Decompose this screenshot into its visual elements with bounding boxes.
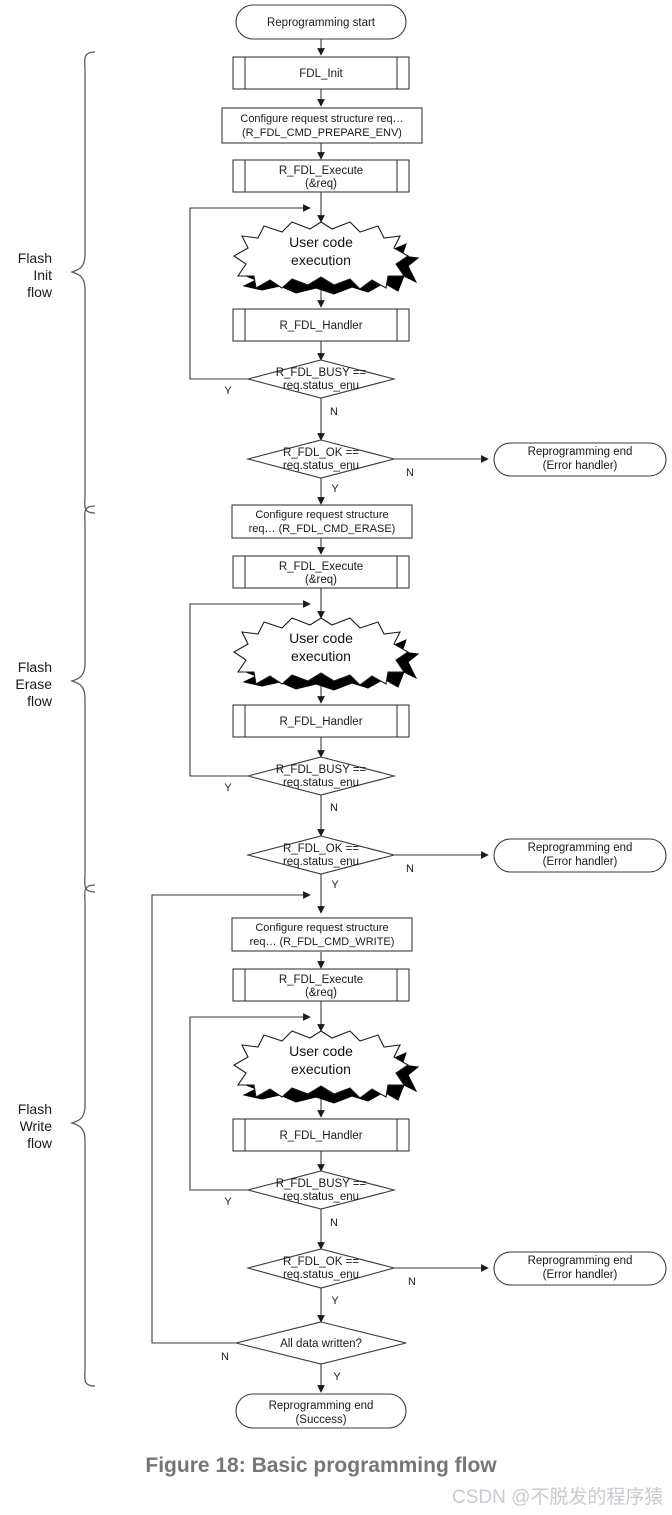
node-ok-erase[interactable]: R_FDL_OK == req.status_enu bbox=[245, 835, 397, 875]
edge-label-busy-erase-no: N bbox=[330, 802, 338, 814]
edge-label-busy-write-yes: Y bbox=[224, 1196, 232, 1208]
node-end-err-erase-line2: (Error handler) bbox=[543, 856, 618, 868]
node-exec-erase[interactable]: R_FDL_Execute (&req) bbox=[232, 555, 410, 589]
node-start-label: Reprogramming start bbox=[267, 17, 376, 29]
node-exec-erase-line1: R_FDL_Execute bbox=[279, 561, 363, 573]
edge-label-busy-erase-yes: Y bbox=[224, 782, 232, 794]
section-label-write-line2: Write bbox=[20, 1118, 53, 1134]
node-cfg-erase[interactable]: Configure request structure req… (R_FDL_… bbox=[231, 504, 413, 539]
node-ok-erase-line1: R_FDL_OK == bbox=[283, 843, 359, 855]
node-ok-erase-line2: req.status_enu bbox=[283, 856, 359, 868]
node-cfg-write-line1: Configure request structure bbox=[255, 922, 388, 934]
edge-label-busy-init-no: N bbox=[330, 406, 338, 418]
edge-label-busy-write-no: N bbox=[330, 1217, 338, 1229]
edge-label-ok-init-yes: Y bbox=[331, 483, 339, 495]
edge-label-busy-init-yes: Y bbox=[224, 385, 232, 397]
node-cfg-prepare-env-line1: Configure request structure req… bbox=[240, 113, 403, 125]
node-usercode-erase-line2: execution bbox=[291, 648, 351, 664]
figure-caption: Figure 18: Basic programming flow bbox=[145, 1454, 497, 1477]
node-exec-init-line1: R_FDL_Execute bbox=[279, 165, 363, 177]
node-handler-init[interactable]: R_FDL_Handler bbox=[232, 308, 410, 342]
node-end-err-erase-line1: Reprogramming end bbox=[528, 842, 633, 854]
node-ok-init-line2: req.status_enu bbox=[283, 460, 359, 472]
node-busy-write-line1: R_FDL_BUSY == bbox=[276, 1178, 367, 1190]
edge-label-ok-erase-yes: Y bbox=[331, 879, 339, 891]
section-brace-init bbox=[69, 51, 96, 514]
node-end-success[interactable]: Reprogramming end (Success) bbox=[235, 1393, 407, 1429]
edge-label-ok-write-yes: Y bbox=[331, 1295, 339, 1307]
edge-label-all-written-yes: Y bbox=[333, 1371, 341, 1383]
node-end-err-init[interactable]: Reprogramming end (Error handler) bbox=[493, 442, 667, 477]
section-label-erase-line3: flow bbox=[27, 693, 53, 709]
node-usercode-init-line1: User code bbox=[289, 234, 353, 250]
node-ok-write[interactable]: R_FDL_OK == req.status_enu bbox=[245, 1248, 397, 1289]
node-handler-erase-label: R_FDL_Handler bbox=[279, 716, 362, 728]
connectors bbox=[151, 39, 489, 1393]
node-handler-init-label: R_FDL_Handler bbox=[279, 320, 362, 332]
node-fdl-init-label: FDL_Init bbox=[299, 68, 343, 80]
node-usercode-init-line2: execution bbox=[291, 252, 351, 268]
node-exec-write[interactable]: R_FDL_Execute (&req) bbox=[232, 968, 410, 1002]
node-busy-write-line2: req.status_enu bbox=[283, 1191, 359, 1203]
section-label-erase-line1: Flash bbox=[18, 659, 52, 675]
node-cfg-erase-line2: req… (R_FDL_CMD_ERASE) bbox=[249, 523, 396, 535]
node-ok-write-line1: R_FDL_OK == bbox=[283, 1256, 359, 1268]
node-end-success-line1: Reprogramming end bbox=[269, 1400, 374, 1412]
node-usercode-erase-line1: User code bbox=[289, 630, 353, 646]
node-cfg-erase-line1: Configure request structure bbox=[255, 509, 388, 521]
node-end-err-init-line1: Reprogramming end bbox=[528, 446, 633, 458]
node-end-success-line2: (Success) bbox=[295, 1414, 346, 1426]
node-busy-write[interactable]: R_FDL_BUSY == req.status_enu bbox=[245, 1170, 397, 1210]
node-exec-erase-line2: (&req) bbox=[305, 574, 337, 586]
section-brace-erase bbox=[69, 505, 96, 893]
edge-label-ok-write-no: N bbox=[408, 1276, 416, 1288]
section-label-erase-line2: Erase bbox=[15, 676, 52, 692]
node-ok-init-line1: R_FDL_OK == bbox=[283, 447, 359, 459]
node-end-err-write[interactable]: Reprogramming end (Error handler) bbox=[493, 1251, 667, 1286]
section-label-init-line2: Init bbox=[33, 267, 52, 283]
node-usercode-write-line2: execution bbox=[291, 1061, 351, 1077]
node-exec-write-line1: R_FDL_Execute bbox=[279, 974, 363, 986]
node-all-written-label: All data written? bbox=[280, 1338, 362, 1350]
node-handler-erase[interactable]: R_FDL_Handler bbox=[232, 704, 410, 738]
node-busy-erase-line2: req.status_enu bbox=[283, 777, 359, 789]
edge-label-ok-erase-no: N bbox=[406, 863, 414, 875]
node-end-err-erase[interactable]: Reprogramming end (Error handler) bbox=[493, 838, 667, 873]
node-ok-init[interactable]: R_FDL_OK == req.status_enu bbox=[245, 439, 397, 479]
section-label-write-line1: Flash bbox=[18, 1101, 52, 1117]
node-ok-write-line2: req.status_enu bbox=[283, 1269, 359, 1281]
node-busy-erase-line1: R_FDL_BUSY == bbox=[276, 764, 367, 776]
node-usercode-erase[interactable]: User code execution bbox=[232, 617, 420, 691]
node-usercode-write-line1: User code bbox=[289, 1043, 353, 1059]
section-label-init-line1: Flash bbox=[18, 250, 52, 266]
node-cfg-write[interactable]: Configure request structure req… (R_FDL_… bbox=[231, 917, 413, 952]
section-brace-write bbox=[69, 884, 96, 1387]
node-handler-write-label: R_FDL_Handler bbox=[279, 1130, 362, 1142]
node-cfg-write-line2: req… (R_FDL_CMD_WRITE) bbox=[250, 936, 395, 948]
node-end-err-write-line1: Reprogramming end bbox=[528, 1255, 633, 1267]
node-end-err-write-line2: (Error handler) bbox=[543, 1269, 618, 1281]
node-all-written[interactable]: All data written? bbox=[235, 1321, 407, 1365]
section-label-write-line3: flow bbox=[27, 1135, 53, 1151]
node-cfg-prepare-env[interactable]: Configure request structure req… (R_FDL_… bbox=[221, 107, 423, 144]
node-handler-write[interactable]: R_FDL_Handler bbox=[232, 1118, 410, 1152]
node-end-err-init-line2: (Error handler) bbox=[543, 460, 618, 472]
node-exec-init-line2: (&req) bbox=[305, 178, 337, 190]
node-start[interactable]: Reprogramming start bbox=[235, 4, 407, 40]
section-label-init-line3: flow bbox=[27, 284, 53, 300]
node-busy-init-line2: req.status_enu bbox=[283, 380, 359, 392]
node-fdl-init[interactable]: FDL_Init bbox=[232, 56, 410, 90]
node-cfg-prepare-env-line2: (R_FDL_CMD_PREPARE_ENV) bbox=[242, 127, 402, 139]
node-busy-init[interactable]: R_FDL_BUSY == req.status_enu bbox=[245, 359, 397, 399]
node-exec-init[interactable]: R_FDL_Execute (&req) bbox=[232, 159, 410, 193]
node-busy-init-line1: R_FDL_BUSY == bbox=[276, 367, 367, 379]
watermark: CSDN @不脱发的程序猿 bbox=[452, 1486, 663, 1508]
node-busy-erase[interactable]: R_FDL_BUSY == req.status_enu bbox=[245, 756, 397, 796]
node-exec-write-line2: (&req) bbox=[305, 987, 337, 999]
edge-label-ok-init-no: N bbox=[406, 467, 414, 479]
node-usercode-init[interactable]: User code execution bbox=[232, 221, 420, 295]
edge-label-all-written-no: N bbox=[221, 1351, 229, 1363]
node-usercode-write[interactable]: User code execution bbox=[232, 1030, 420, 1104]
